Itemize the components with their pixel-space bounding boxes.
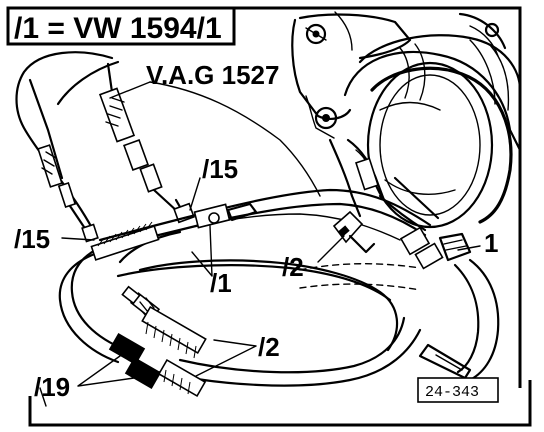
leader-2-middle (317, 235, 345, 263)
tool-label: V.A.G 1527 (146, 60, 279, 90)
figure-ref-box (417, 377, 499, 403)
leader-19 (77, 355, 135, 387)
figure-ref: 24-343 (425, 384, 479, 401)
outer-frame-bottom (28, 380, 532, 427)
callout-1-right: 1 (484, 228, 498, 258)
leader-1-right (457, 245, 481, 251)
sleeve-19-upper (108, 305, 207, 365)
test-leads (15, 51, 195, 243)
sleeve-15-left (90, 221, 160, 261)
leader-15-top (189, 177, 201, 211)
leader-15-left (61, 237, 95, 241)
header-label: /1 = VW 1594/1 (14, 12, 222, 45)
leader-19-tick (39, 387, 47, 407)
leader-2-bottom (195, 339, 257, 377)
callout-15-left: /15 (14, 224, 50, 254)
adapter-harness (58, 188, 472, 398)
callout-2-bottom: /2 (258, 332, 280, 362)
lower-housing (299, 258, 500, 382)
leader-vag1527 (149, 81, 321, 197)
callout-2-middle: /2 (282, 252, 304, 282)
throttle-body (291, 11, 522, 232)
callout-1-middle: /1 (210, 268, 232, 298)
callout-15-top: /15 (202, 154, 238, 184)
leader-lines (39, 81, 481, 407)
sleeve-19-lower (124, 357, 207, 398)
leader-1-middle (191, 225, 213, 277)
header-box (6, 6, 236, 46)
callout-19: /19 (34, 372, 70, 402)
